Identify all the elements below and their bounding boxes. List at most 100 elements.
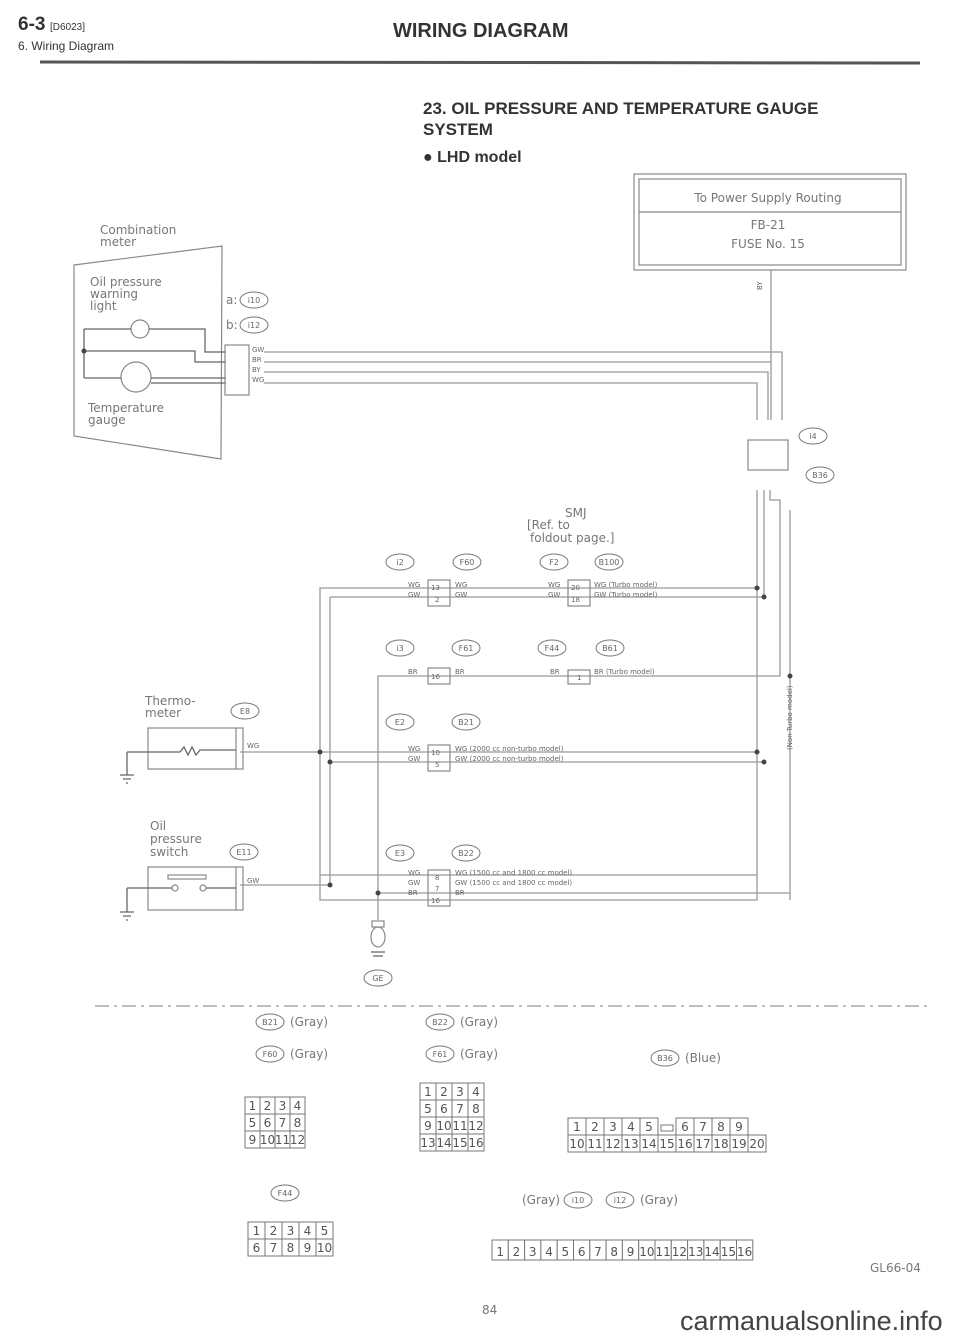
connector-bubble [385,639,415,657]
pin-number: 3 [279,1099,287,1113]
connector-bubble [452,553,482,571]
pin-number: 14 [641,1137,656,1151]
connector-bubble [270,1184,300,1202]
header-rule [39,60,921,65]
connector-id: F2 [549,558,559,567]
pin-number: 7 [270,1241,278,1255]
wire-label: BR (Turbo model) [594,668,655,676]
wire-label: BR [408,668,418,676]
connector-block [427,869,451,907]
pin-number: 6 [264,1116,272,1130]
pin-number: 9 [424,1119,432,1133]
power-supply-box: To Power Supply Routing FB-21 FUSE No. 1… [633,173,907,290]
smj-label: foldout page.] [530,531,614,545]
pin-number: 1 [424,1085,432,1099]
wire-label: 1 [577,674,581,682]
connector-id: B22 [458,849,474,858]
connector-id: F60 [263,1050,278,1059]
pin-number: 9 [304,1241,312,1255]
connector-bubble [539,553,569,571]
wire-label: 5 [435,761,439,769]
thermometer: Thermo- meter E8 WG [120,694,260,784]
wire-label: GW [408,879,420,887]
connector-key [660,1124,674,1132]
wire-label: 7 [435,885,439,893]
label: gauge [88,413,126,427]
wire-label: BR [408,889,418,897]
smj-label: [Ref. to [527,518,570,532]
pin-number: 3 [287,1224,295,1238]
pin-number: 10 [639,1245,654,1259]
pin-number: 6 [681,1120,689,1134]
connector-bubble [425,1045,455,1063]
pin-number: 4 [304,1224,312,1238]
connector-bubble [650,1049,680,1067]
pin-number: 2 [591,1120,599,1134]
pin-number: 12 [605,1137,620,1151]
pin-number: 1 [573,1120,581,1134]
pin-number: 1 [249,1099,257,1113]
connector-id: F61 [459,644,474,653]
pin-number: 5 [645,1120,653,1134]
wire-color: GW [252,346,264,354]
label: pressure [150,832,202,846]
pin-number: 14 [436,1136,451,1150]
connector-bubble [451,713,481,731]
connector-id: B36 [812,471,828,480]
connector-id: i4 [809,432,816,441]
connector-color: (Gray) [460,1047,498,1061]
connector-block [427,667,451,685]
wire-label: WG [455,581,467,589]
pin-number: 3 [456,1085,464,1099]
label: Oil pressure [90,275,162,289]
wire-label: 13 [431,584,440,592]
connector-i4 [747,439,789,471]
pin-number: 5 [424,1102,432,1116]
wire-color: BY [252,366,261,374]
pin-cell [736,1239,754,1261]
ground-icon [120,774,134,784]
connector-bubble [385,713,415,731]
pin-cell [289,1130,306,1149]
pin-number: 2 [440,1085,448,1099]
connector-id: F60 [460,558,475,567]
fuse-label: FUSE No. 15 [731,237,805,251]
wire-color: BR [252,356,262,364]
pin-number: 7 [699,1120,707,1134]
label: light [90,299,117,313]
wire-label: WG [408,745,420,753]
wire-label: 16 [431,673,440,681]
wire-label: BR [455,668,465,676]
label: Temperature [87,401,164,415]
label: meter [100,235,136,249]
connector-bubble [385,553,415,571]
pin-number: 6 [440,1102,448,1116]
wire-label: 10 [431,749,440,757]
connector-id: i2 [396,558,403,567]
wire-color: BY [756,281,764,290]
connector-id: F44 [278,1189,293,1198]
pin-number: 12 [468,1119,483,1133]
connector-color: (Blue) [685,1051,721,1065]
section-code: [D6023] [50,22,85,33]
connector-block [567,669,591,685]
label: Combination [100,223,176,237]
label: warning [90,287,138,301]
pin-cell [467,1133,485,1152]
pin-number: 8 [717,1120,725,1134]
diagram-title: 23. OIL PRESSURE AND TEMPERATURE GAUGE [423,99,818,118]
label: meter [145,706,181,720]
pin-number: 13 [688,1245,703,1259]
label: Thermo- [144,694,196,708]
pin-number: 7 [594,1245,602,1259]
connector-bubble [451,639,481,657]
pin-number: 1 [253,1224,261,1238]
connector-bubble [255,1045,285,1063]
power-routing-label: To Power Supply Routing [693,191,841,205]
wire-label: WG [548,581,560,589]
smj-label: SMJ [565,506,587,520]
connector-color: (Gray) [290,1015,328,1029]
connector-id: i12 [614,1196,626,1205]
connector-id: F61 [433,1050,448,1059]
wire-color: GW [247,877,259,885]
